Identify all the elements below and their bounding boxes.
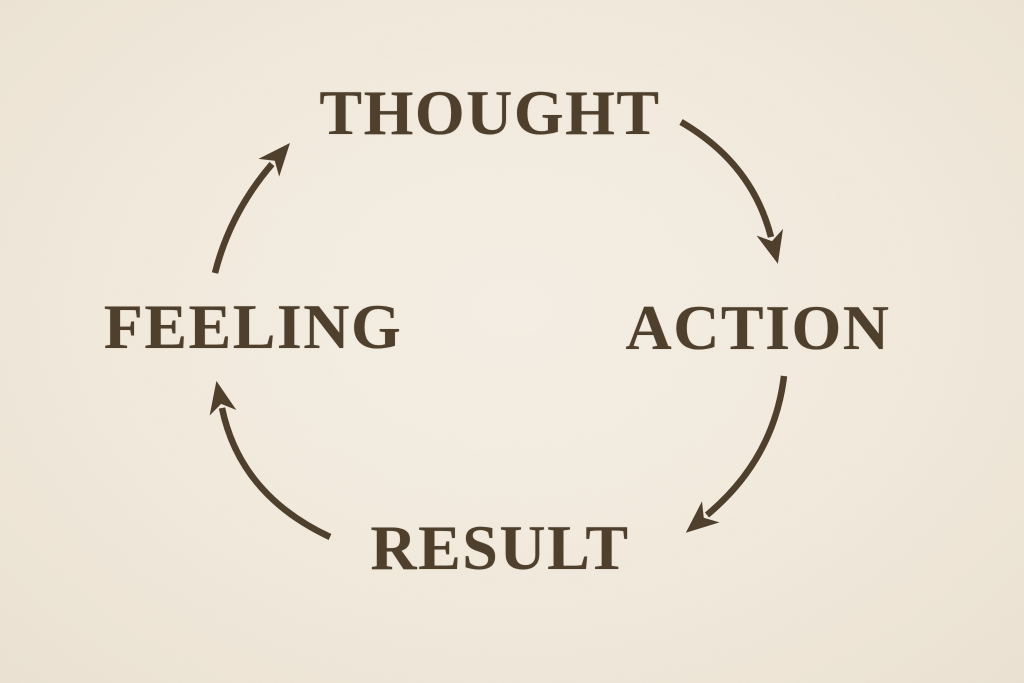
arrow-thought-to-action [679,119,784,264]
node-feeling: FEELING [103,291,403,362]
arrow-feeling-to-thought [211,143,290,274]
node-action: ACTION [625,292,891,363]
node-thought: THOUGHT [319,77,661,148]
arrow-result-to-feeling [209,380,332,540]
arrow-action-to-result [685,375,788,533]
node-result: RESULT [370,512,630,583]
